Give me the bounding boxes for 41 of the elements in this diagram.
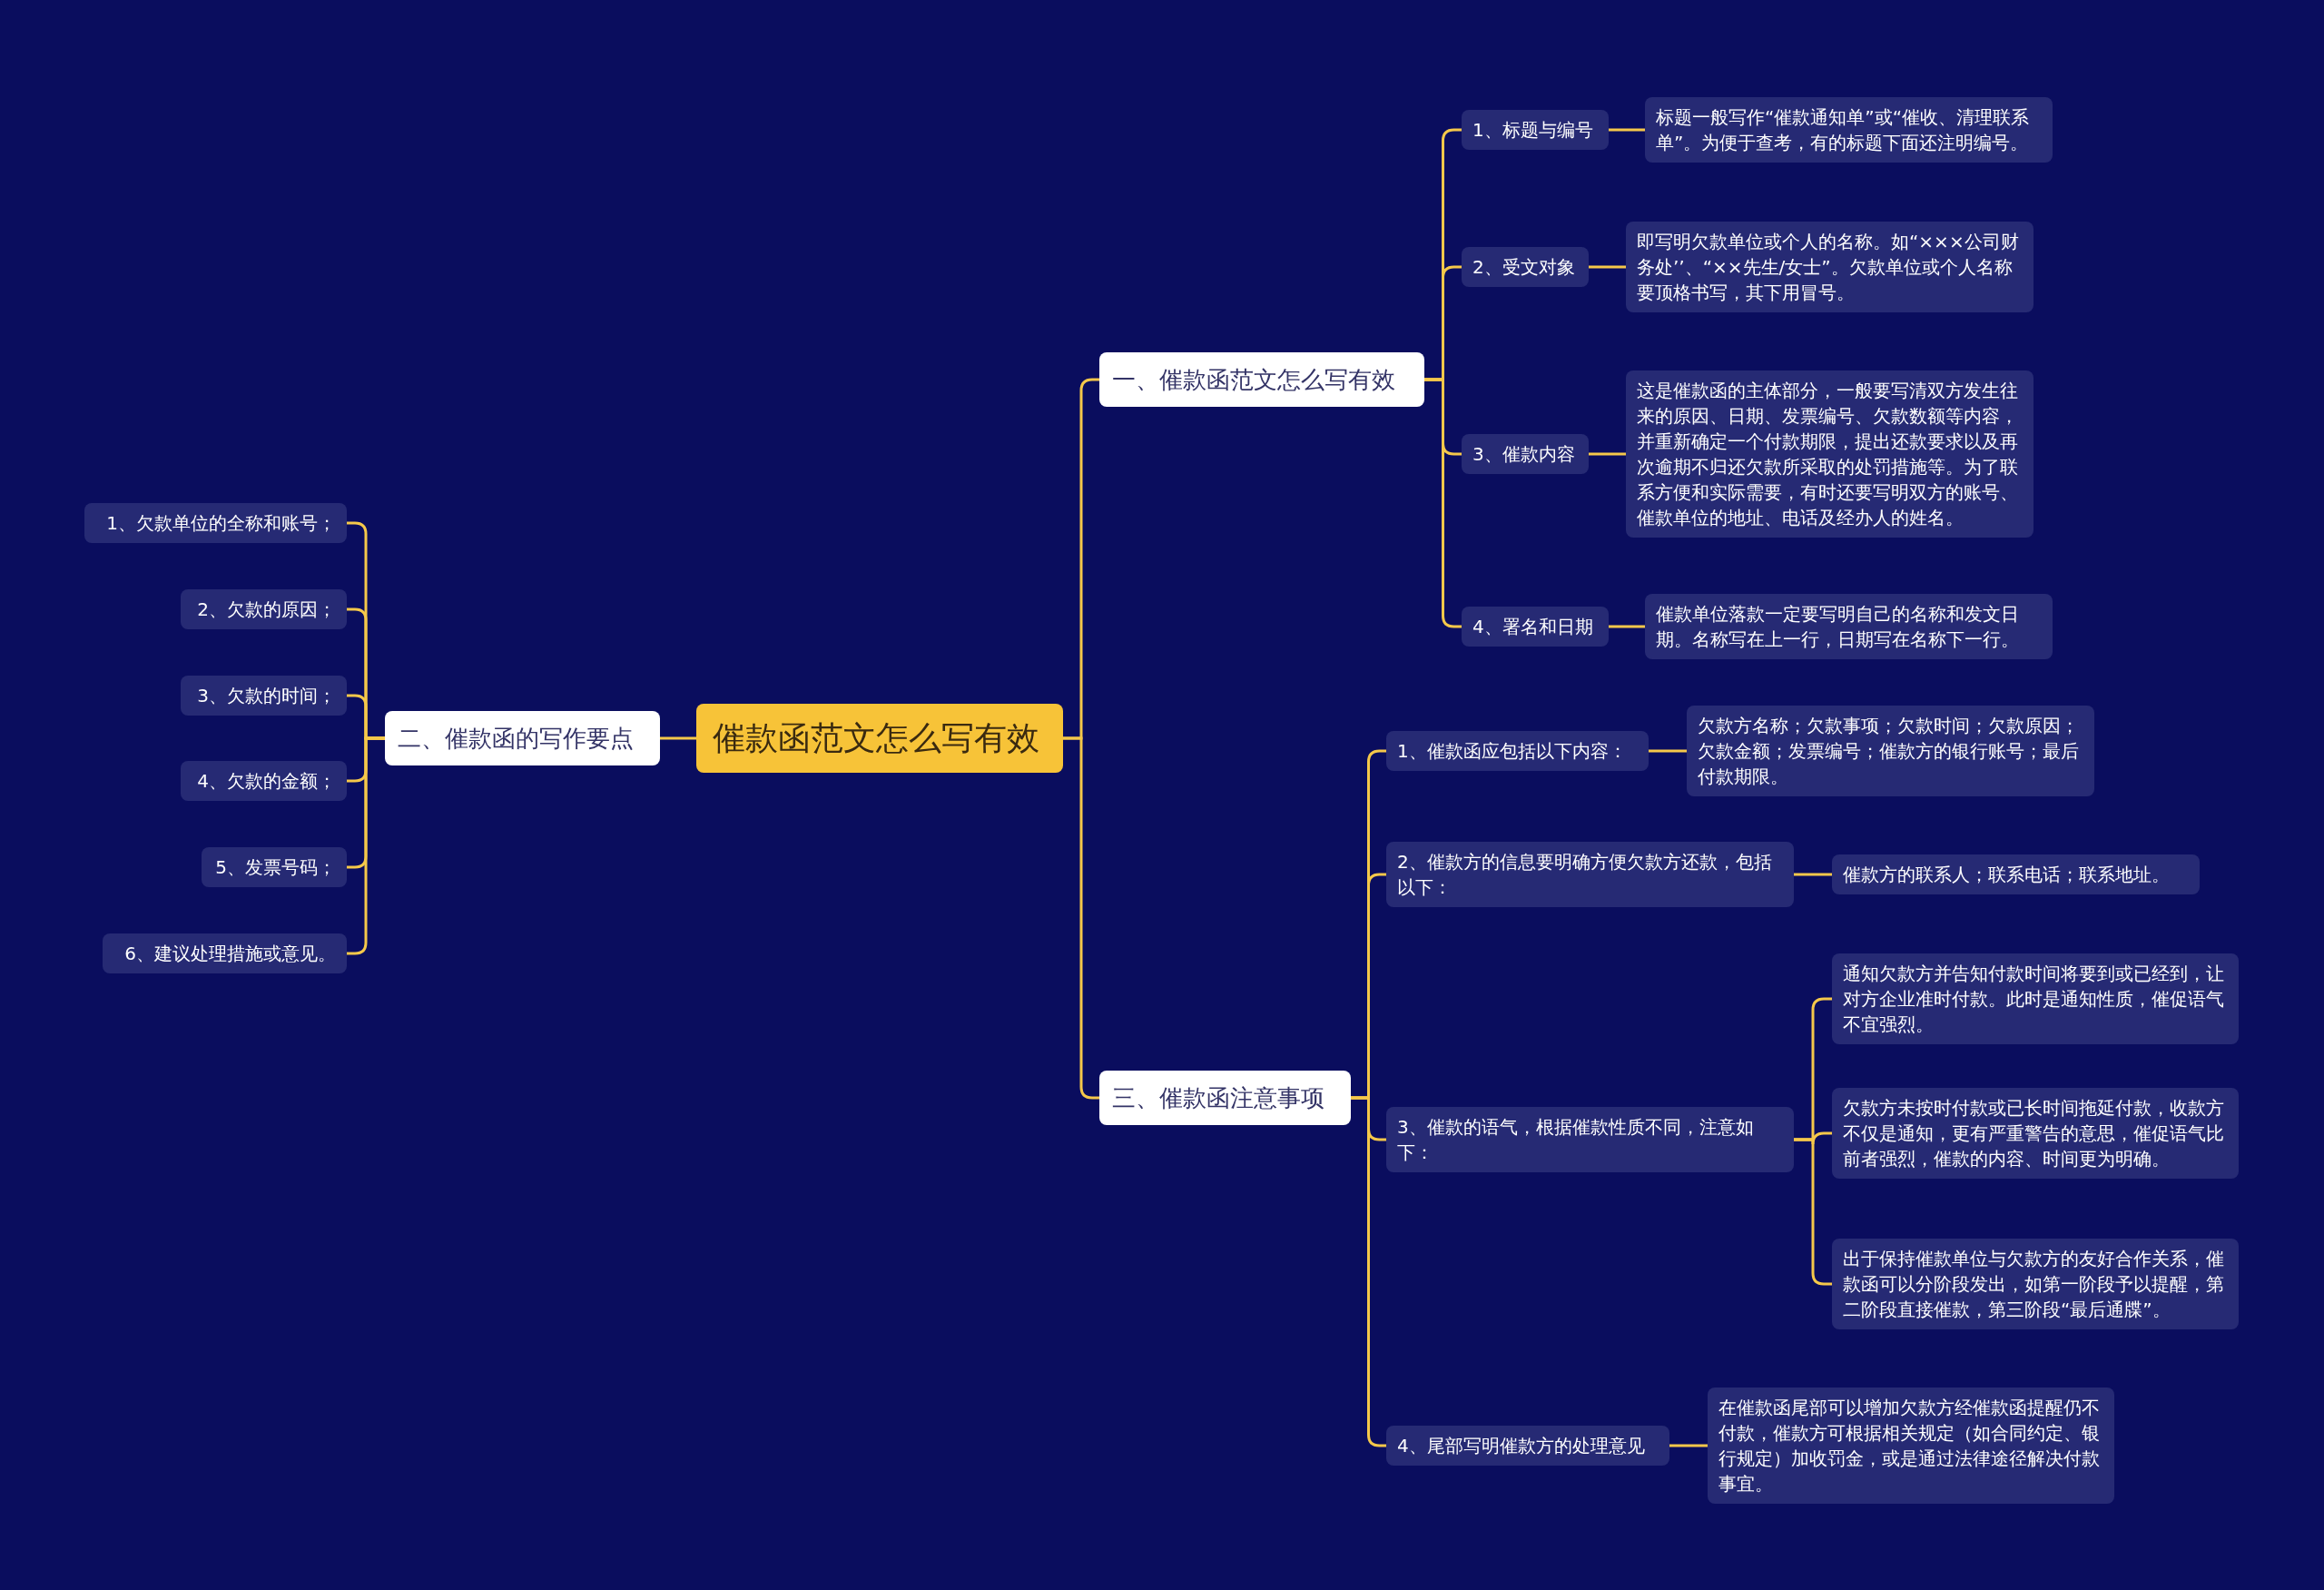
topic-box: 欠款方名称；欠款事项；欠款时间；欠款原因；欠款金额；发票编号；催款方的银行账号；最后付款期限。 [1687,706,2094,796]
topic-box: 催款单位落款一定要写明自己的名称和发文日期。名称写在上一行，日期写在名称下一行。 [1645,594,2053,659]
topic-box: 2、欠款的原因； [181,589,347,629]
connector-line [1063,736,1099,1100]
central-topic-box: 催款函范文怎么写有效 [696,704,1063,773]
branch-topic-box: 一、催款函范文怎么写有效 [1099,352,1424,407]
topic-box: 5、发票号码； [202,847,347,887]
connector-line [1609,625,1645,628]
connector-line [1424,378,1462,628]
topic-box: 4、署名和日期 [1462,607,1609,647]
topic-box: 6、建议处理措施或意见。 [103,933,347,973]
connector-line [1589,452,1626,456]
topic-box: 3、催款内容 [1462,434,1589,474]
topic-box: 2、受文对象 [1462,247,1589,287]
topic-box: 4、欠款的金额； [181,761,347,801]
connector-line [347,736,385,955]
topic-box: 1、标题与编号 [1462,110,1609,150]
topic-box: 3、欠款的时间； [181,676,347,716]
connector-line [1669,1444,1708,1447]
branch-topic-box: 二、催款函的写作要点 [385,711,660,765]
topic-box: 1、催款函应包括以下内容： [1386,731,1649,771]
topic-box: 出于保持催款单位与欠款方的友好合作关系，催款函可以分阶段发出，如第一阶段予以提醒，第二阶段直接催款，第三阶段“最后通牒”。 [1832,1239,2239,1329]
connector-line [1794,1138,1832,1286]
connector-line [1351,1096,1386,1447]
topic-box: 这是催款函的主体部分，一般要写清双方发生往来的原因、日期、发票编号、欠款数额等内容，并重新确定一个付款期限，提出还款要求以及再次逾期不归还欠款所采取的处罚措施等。为了联系方便和实际需要，有时还要写明双方的账号、催款单位的地址、电话及经办人的姓名。 [1626,370,2034,538]
topic-box: 通知欠款方并告知付款时间将要到或已经到，让对方企业准时付款。此时是通知性质，催促语气不宜强烈。 [1832,953,2239,1044]
topic-box: 2、催款方的信息要明确方便欠款方还款，包括以下： [1386,842,1794,907]
topic-box: 标题一般写作“催款通知单”或“催收、清理联系单”。为便于查考，有的标题下面还注明编号。 [1645,97,2053,163]
connector-line [1794,873,1832,876]
topic-box: 3、催款的语气，根据催款性质不同，注意如下： [1386,1107,1794,1172]
topic-box: 在催款函尾部可以增加欠款方经催款函提醒仍不付款，催款方可根据相关规定（如合同约定、银行规定）加收罚金，或是通过法律途径解决付款事宜。 [1708,1388,2114,1504]
connector-line [1609,128,1645,132]
connector-line [660,736,696,740]
topic-box: 1、欠款单位的全称和账号； [84,503,347,543]
topic-box: 欠款方未按时付款或已长时间拖延付款，收款方不仅是通知，更有严重警告的意思，催促语气比前者强烈，催款的内容、时间更为明确。 [1832,1088,2239,1179]
topic-box: 4、尾部写明催款方的处理意见 [1386,1426,1669,1466]
connector-line [1649,749,1687,753]
connector-line [1589,265,1626,269]
branch-topic-box: 三、催款函注意事项 [1099,1071,1351,1125]
topic-box: 即写明欠款单位或个人的名称。如“×××公司财务处’’、“××先生/女士”。欠款单位或个人名称要顶格书写，其下用冒号。 [1626,222,2034,312]
topic-box: 催款方的联系人；联系电话；联系地址。 [1832,854,2200,894]
